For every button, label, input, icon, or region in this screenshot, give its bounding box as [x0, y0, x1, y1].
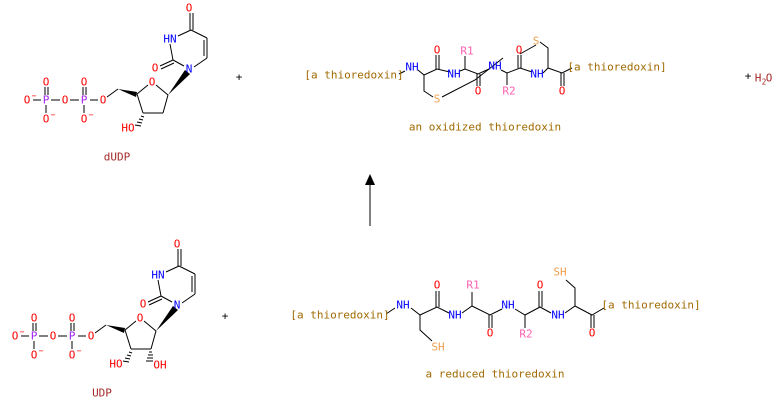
atom-hn: HN — [151, 269, 164, 282]
oxidized-thioredoxin-label: an oxidized thioredoxin — [409, 121, 561, 134]
atom-o: O — [149, 76, 156, 89]
atom-o: O — [487, 327, 494, 340]
r1-group: R1 — [466, 279, 479, 292]
atom-o: O — [186, 2, 193, 15]
atom-o: O — [50, 330, 57, 343]
water-h: H — [755, 72, 762, 85]
atom-p: P — [31, 330, 38, 343]
reduced-thioredoxin-label: a reduced thioredoxin — [425, 368, 564, 381]
plus-sign: + — [745, 70, 752, 83]
atom-o: O — [69, 312, 76, 325]
atom-o: O — [69, 349, 76, 362]
charge-minus: − — [39, 347, 44, 356]
atom-nh: NH — [551, 309, 564, 322]
atom-p: P — [81, 94, 88, 107]
charge-minus: − — [77, 347, 82, 356]
reduced-thioredoxin-structure: [a thioredoxin] NH O SH NH R1 O NH R2 O … — [290, 266, 700, 381]
atom-nh: NH — [501, 299, 514, 312]
dudp-label: dUDP — [104, 151, 131, 164]
atom-s: S — [434, 93, 441, 106]
water-subscript: 2 — [762, 78, 767, 87]
atom-p: P — [69, 330, 76, 343]
atom-o: O — [589, 327, 596, 340]
atom-ho: HO — [109, 358, 122, 371]
thioredoxin-group-right: [a thioredoxin] — [567, 61, 666, 74]
atom-n: N — [186, 63, 193, 76]
thioredoxin-group-left: [a thioredoxin] — [304, 69, 403, 82]
atom-o: O — [475, 85, 482, 98]
atom-o: O — [137, 312, 144, 325]
atom-o: O — [434, 279, 441, 292]
atom-o: O — [537, 279, 544, 292]
atom-sh: SH — [553, 266, 566, 279]
atom-o: O — [140, 298, 147, 311]
r2-group: R2 — [519, 328, 532, 341]
reaction-arrow — [365, 174, 375, 226]
atom-o: O — [559, 85, 566, 98]
atom-o: O — [12, 330, 19, 343]
atom-o: O — [43, 113, 50, 126]
atom-oh: OH — [153, 359, 166, 372]
udp-structure: O HN O N O O P O O − O P O O − O − HO OH… — [12, 238, 196, 400]
atom-o: O — [152, 62, 159, 75]
water-o: O — [766, 72, 772, 85]
atom-nh: NH — [530, 68, 543, 81]
udp-label: UDP — [92, 387, 112, 400]
thioredoxin-group-right: [a thioredoxin] — [601, 299, 700, 312]
atom-o: O — [43, 76, 50, 89]
atom-nh: NH — [447, 68, 460, 81]
water: + H 2 O — [745, 70, 772, 87]
atom-nh: NH — [396, 299, 409, 312]
atom-o: O — [516, 44, 523, 57]
atom-nh: NH — [448, 309, 461, 322]
atom-p: P — [43, 94, 50, 107]
charge-minus: − — [51, 111, 56, 120]
atom-sh: SH — [431, 341, 444, 354]
atom-nh: NH — [405, 61, 418, 74]
atom-s: S — [533, 35, 540, 48]
plus-sign: + — [222, 310, 229, 323]
charge-minus: − — [89, 111, 94, 120]
atom-hn: HN — [163, 33, 176, 46]
thioredoxin-group-left: [a thioredoxin] — [290, 309, 389, 322]
atom-o: O — [434, 44, 441, 57]
dudp-structure: O HN O N O O P O O − O P O O − O − HO dU… — [24, 2, 208, 164]
charge-minus: − — [20, 328, 25, 337]
atom-o: O — [81, 76, 88, 89]
atom-o: O — [31, 349, 38, 362]
atom-o: O — [100, 94, 107, 107]
atom-o: O — [31, 312, 38, 325]
oxidized-thioredoxin-structure: [a thioredoxin] NH O S NH R1 O NH R2 O N… — [304, 35, 666, 134]
atom-n: N — [174, 299, 181, 312]
atom-nh: NH — [488, 60, 501, 73]
atom-ho: HO — [121, 122, 134, 135]
r2-group: R2 — [502, 85, 515, 98]
atom-o: O — [62, 94, 69, 107]
charge-minus: − — [32, 92, 37, 101]
atom-o: O — [81, 113, 88, 126]
atom-o: O — [174, 238, 181, 251]
plus-sign: + — [236, 71, 243, 84]
atom-o: O — [88, 330, 95, 343]
r1-group: R1 — [460, 45, 473, 58]
atom-o: O — [24, 94, 31, 107]
